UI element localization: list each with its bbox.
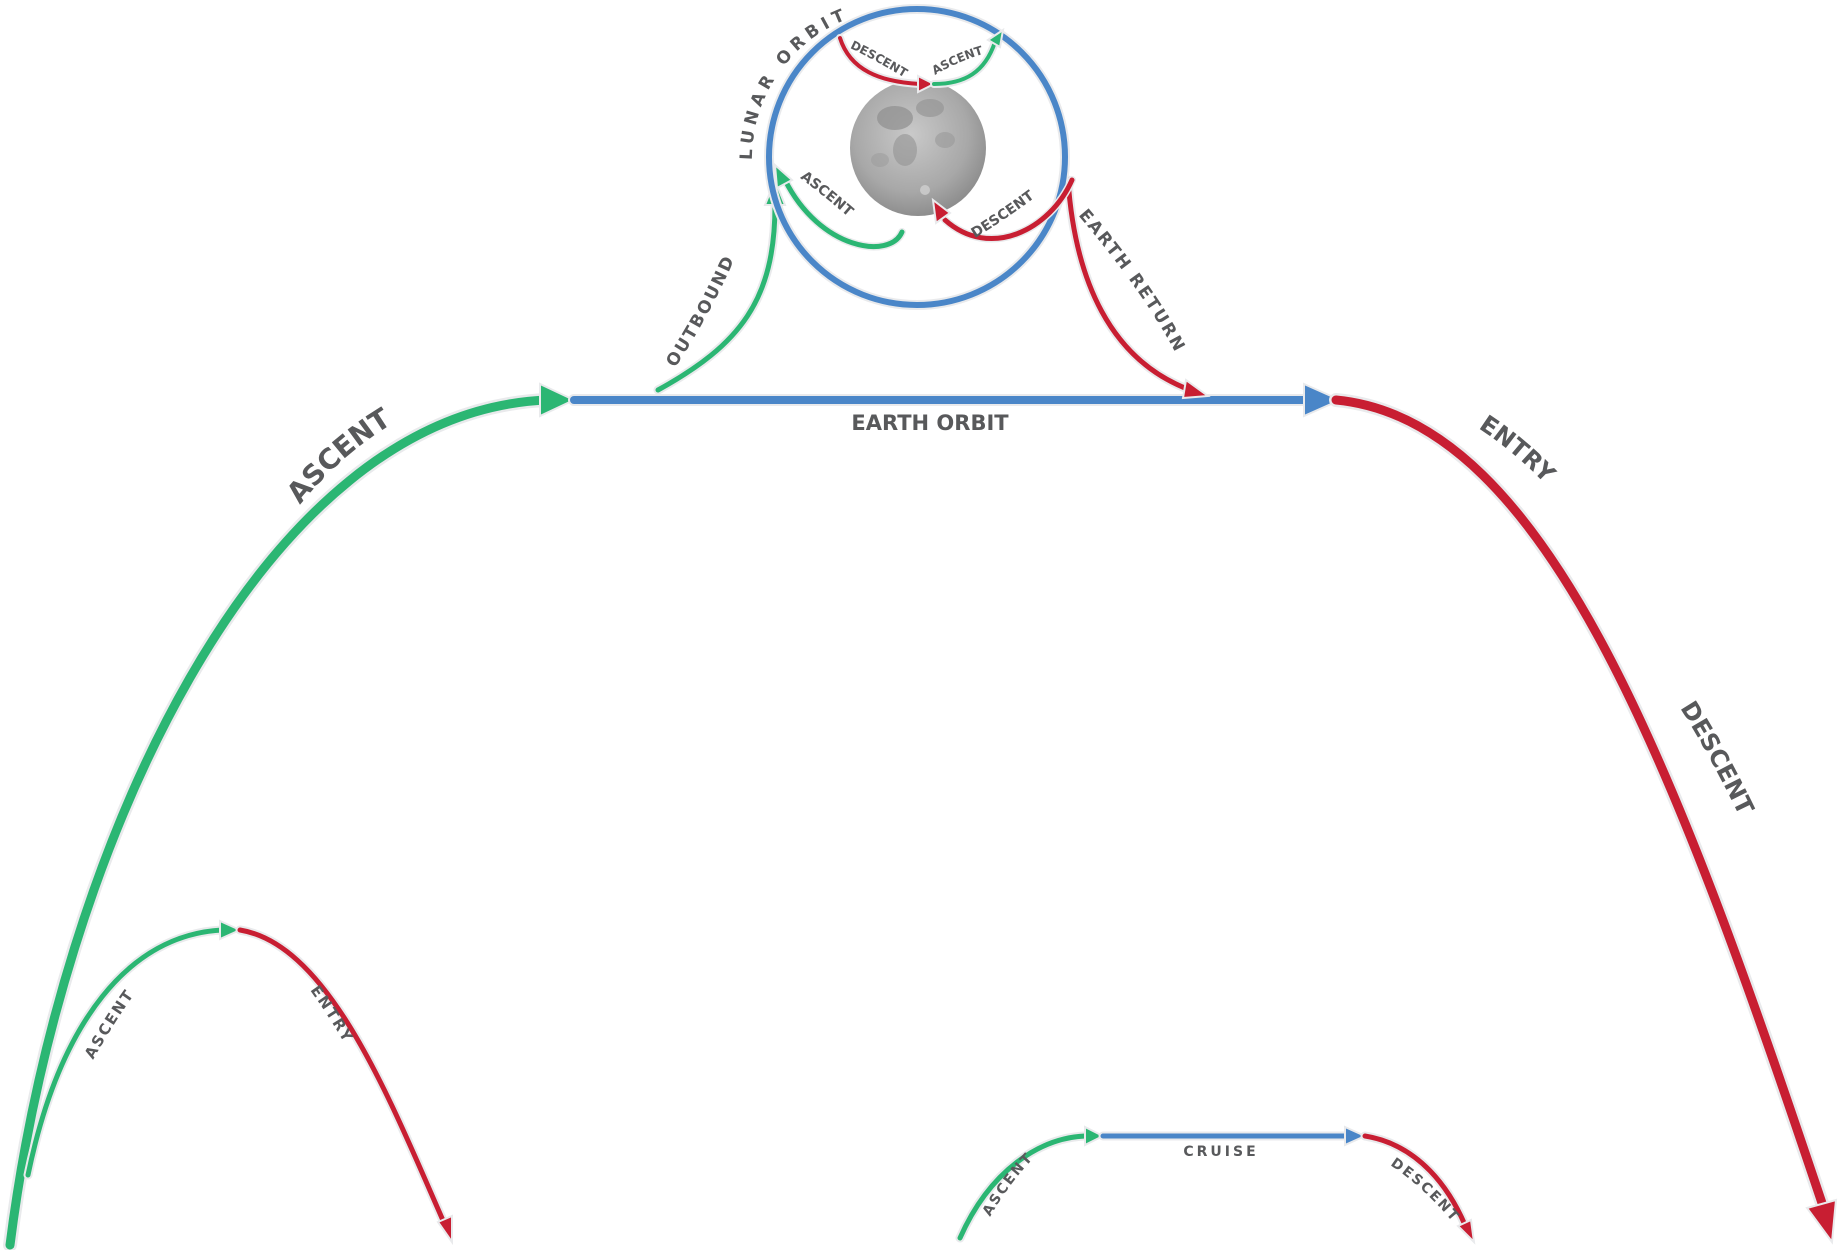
lunar-inner-ascent-arrow bbox=[773, 162, 906, 251]
cruise-ascent-arrow bbox=[955, 1125, 1106, 1243]
earth-orbit-arrow bbox=[568, 382, 1343, 418]
cruise-label: CRUISE bbox=[1183, 1144, 1258, 1160]
earth-orbit-label: EARTH ORBIT bbox=[851, 411, 1009, 435]
main-descent-label: DESCENT bbox=[1675, 696, 1760, 820]
main-ascent-arrow bbox=[3, 382, 577, 1250]
lunar-top-ascent-arrow bbox=[930, 27, 1005, 88]
main-entry-descent-arrow bbox=[1329, 393, 1838, 1245]
lunar-orbit-ring bbox=[764, 4, 1070, 310]
suborbital-entry-label: ENTRY bbox=[307, 982, 357, 1046]
lunar-inner-descent-arrow bbox=[931, 176, 1076, 243]
earth-return-arrow bbox=[1063, 175, 1211, 400]
cruise-arrow bbox=[1098, 1125, 1368, 1147]
suborbital-ascent-label: ASCENT bbox=[81, 986, 138, 1062]
cruise-descent-arrow bbox=[1360, 1131, 1476, 1245]
outbound-label: OUTBOUND bbox=[662, 252, 739, 371]
moon-icon bbox=[850, 80, 986, 216]
suborbital-entry-arrow bbox=[235, 925, 453, 1246]
suborbital-ascent-arrow bbox=[23, 919, 243, 1180]
lunar-top-descent-arrow bbox=[836, 34, 937, 94]
